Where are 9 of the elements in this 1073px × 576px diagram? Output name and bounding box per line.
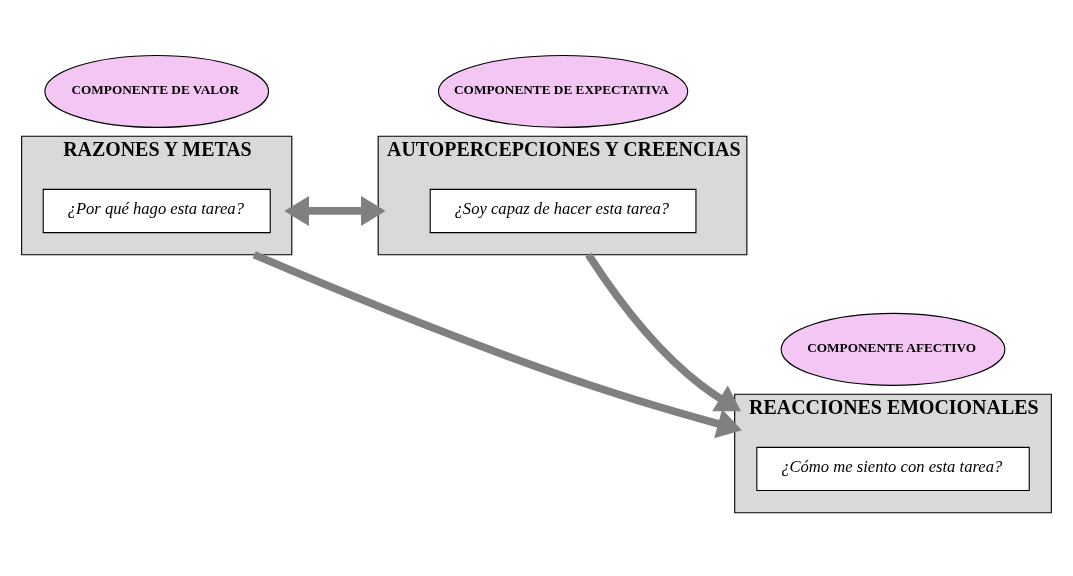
node-ellipse: COMPONENTE AFECTIVO <box>780 312 1006 386</box>
arrow <box>585 252 742 411</box>
node-box: ¿Cómo me siento con esta tarea? <box>756 446 1030 491</box>
node-ellipse: COMPONENTE DE VALOR <box>44 54 270 128</box>
node-box: ¿Soy capaz de hacer esta tarea? <box>429 188 697 233</box>
arrow <box>284 195 386 226</box>
arrow <box>252 250 742 438</box>
node-box: ¿Por qué hago esta tarea? <box>42 188 271 233</box>
node-ellipse: COMPONENTE DE EXPECTATIVA <box>437 54 689 128</box>
